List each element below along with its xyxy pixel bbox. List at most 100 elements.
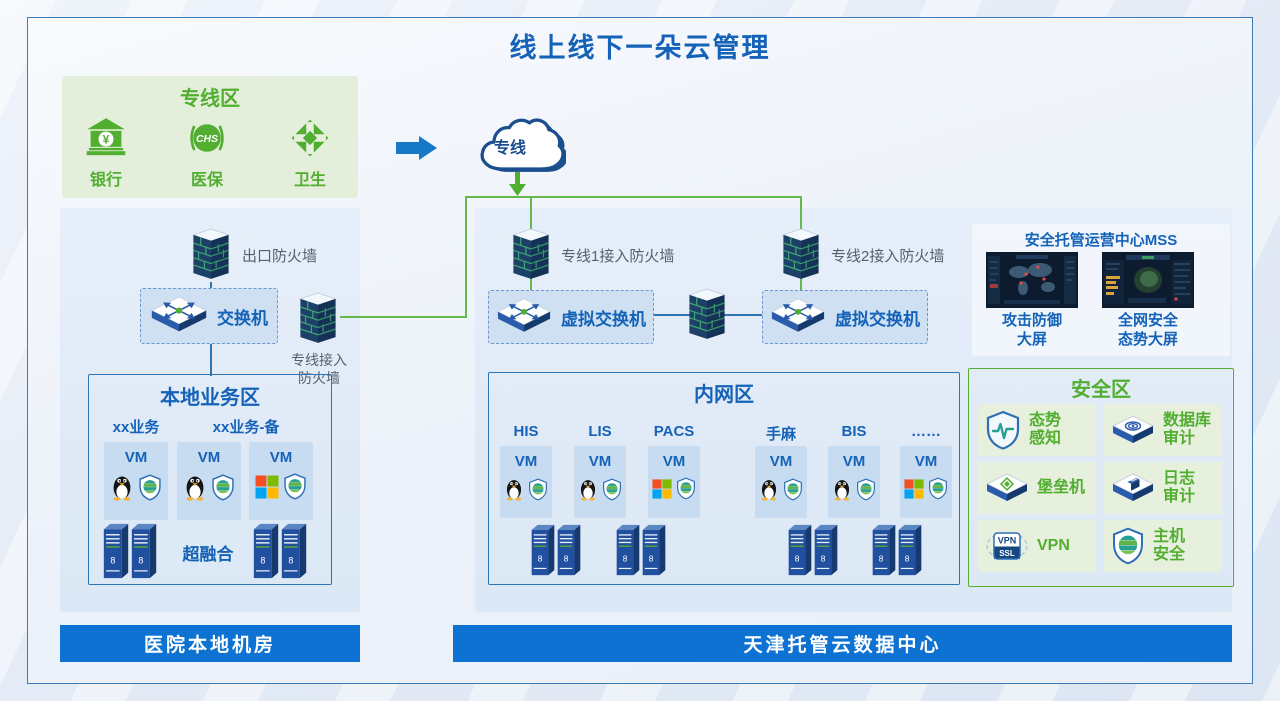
attack-defense-dashboard-label: 攻击防御 大屏 [1001, 312, 1062, 348]
switch-box: 交换机 [140, 288, 278, 344]
mss-title: 安全托管运营中心MSS [1024, 232, 1178, 249]
connector-lineaccessfw-h [340, 316, 467, 318]
vm-box-more: VM [900, 446, 952, 518]
core-firewall-icon [685, 284, 729, 344]
hospital-banner-label: 医院本地机房 [143, 635, 276, 656]
virtual-switch-label: 虚拟交换机 [561, 309, 646, 329]
security-item-database-audit: 数据库 审计 [1104, 404, 1222, 456]
vpn-ssl-icon [985, 526, 1029, 566]
vm-label: VM [269, 449, 293, 466]
vm-label: VM [842, 453, 866, 470]
windows-icon [652, 479, 672, 499]
network-security-posture-dashboard [1102, 252, 1194, 308]
vm-box-his: VM [500, 446, 552, 518]
security-shield-icon [528, 478, 548, 501]
vm-box-business-2: VM [177, 442, 241, 520]
security-item-host-security: 主机 安全 [1104, 520, 1222, 572]
health-label: 卫生 [293, 172, 326, 189]
medical-insurance-chs-icon [185, 116, 229, 160]
vm-box-lis: VM [574, 446, 626, 518]
linux-icon [578, 477, 598, 501]
bank-icon [84, 116, 128, 160]
security-shield-icon [138, 474, 162, 501]
security-shield-icon [856, 478, 876, 501]
linux-icon [832, 477, 852, 501]
security-shield-icon [211, 474, 235, 501]
vm-label: VM [124, 449, 148, 466]
switch-icon [150, 295, 208, 337]
windows-icon [255, 475, 279, 499]
server-rack-icon [530, 522, 582, 578]
security-item-vpn: VPN [978, 520, 1096, 572]
virtual-switch-label: 虚拟交换机 [835, 309, 920, 329]
virtual-switch-icon [496, 297, 552, 337]
line1-access-firewall-label: 专线1接入防火墙 [561, 248, 675, 265]
vm-box-pacs: VM [648, 446, 700, 518]
virtual-switch-icon [770, 297, 826, 337]
connector-trunk-h [465, 196, 802, 198]
connector-left-vertical [465, 196, 467, 318]
vm-label: VM [588, 453, 612, 470]
security-item-label: 主机 安全 [1153, 527, 1186, 563]
intranet-col-label-pacs: PACS [653, 423, 695, 440]
vm-label: VM [769, 453, 793, 470]
vm-box-bis: VM [828, 446, 880, 518]
virtual-switch-box-2: 虚拟交换机 [762, 290, 928, 344]
datacenter-banner: 天津托管云数据中心 [453, 625, 1232, 662]
security-item-label: 数据库 审计 [1163, 411, 1212, 447]
line2-access-firewall-icon [779, 224, 823, 284]
security-item-log-audit: 日志 审计 [1104, 462, 1222, 514]
situation-awareness-icon [985, 410, 1021, 450]
vm-label: VM [914, 453, 938, 470]
dedicated-line-cloud-icon [480, 118, 566, 172]
flow-right-arrow-icon [396, 136, 437, 160]
host-security-icon [1111, 527, 1145, 565]
intranet-col-label-shouma: 手麻 [765, 426, 796, 443]
security-zone: 安全区 [968, 368, 1234, 587]
cloud-label: 专线 [493, 140, 526, 157]
line1-access-firewall-icon [509, 224, 553, 284]
hyperconverged-label: 超融合 [182, 545, 234, 564]
intranet-zone: 内网区 [488, 372, 960, 585]
vm-label: VM [514, 453, 538, 470]
intranet-col-label-his: HIS [513, 423, 539, 440]
network-security-posture-dashboard-label: 全网安全 态势大屏 [1117, 312, 1178, 348]
vm-box-shouma: VM [755, 446, 807, 518]
security-item-label: 日志 审计 [1163, 469, 1196, 505]
health-cross-icon [288, 116, 332, 160]
security-shield-icon [783, 478, 803, 501]
vm-label: VM [197, 449, 221, 466]
linux-icon [183, 473, 207, 501]
security-shield-icon [928, 477, 948, 500]
security-item-label: VPN [1037, 536, 1070, 554]
vm-box-business-3: VM [249, 442, 313, 520]
server-rack-icon [615, 522, 667, 578]
server-rack-icon [787, 522, 839, 578]
intranet-zone-title: 内网区 [694, 384, 754, 406]
linux-icon [110, 473, 134, 501]
vm-label: VM [662, 453, 686, 470]
server-rack-icon [102, 522, 158, 580]
windows-icon [904, 479, 924, 499]
dedicated-line-zone: 专线区 银行 医保 卫生 [62, 76, 358, 198]
intranet-col-label-lis: LIS [588, 423, 612, 440]
security-zone-title: 安全区 [1071, 379, 1131, 401]
business-backup-group-label: xx业务-备 [212, 419, 280, 436]
server-rack-icon [252, 522, 308, 580]
server-rack-icon [871, 522, 923, 578]
line-access-firewall-label: 专线接入 防火墙 [291, 352, 347, 386]
datacenter-banner-label: 天津托管云数据中心 [743, 635, 942, 656]
intranet-col-label-more: …… [911, 423, 941, 440]
bastion-host-icon [985, 472, 1029, 504]
log-audit-icon [1111, 472, 1155, 504]
bank-label: 银行 [89, 172, 122, 189]
line-access-firewall-icon [296, 288, 340, 348]
local-business-zone-title: 本地业务区 [160, 387, 260, 409]
linux-icon [504, 477, 524, 501]
security-shield-icon [283, 473, 307, 500]
intranet-col-label-bis: BIS [841, 423, 867, 440]
vm-box-business-1: VM [104, 442, 168, 520]
exit-firewall-label: 出口防火墙 [242, 248, 318, 265]
cloud-down-arrow-icon [509, 172, 526, 196]
security-item-label: 态势 感知 [1029, 411, 1062, 447]
